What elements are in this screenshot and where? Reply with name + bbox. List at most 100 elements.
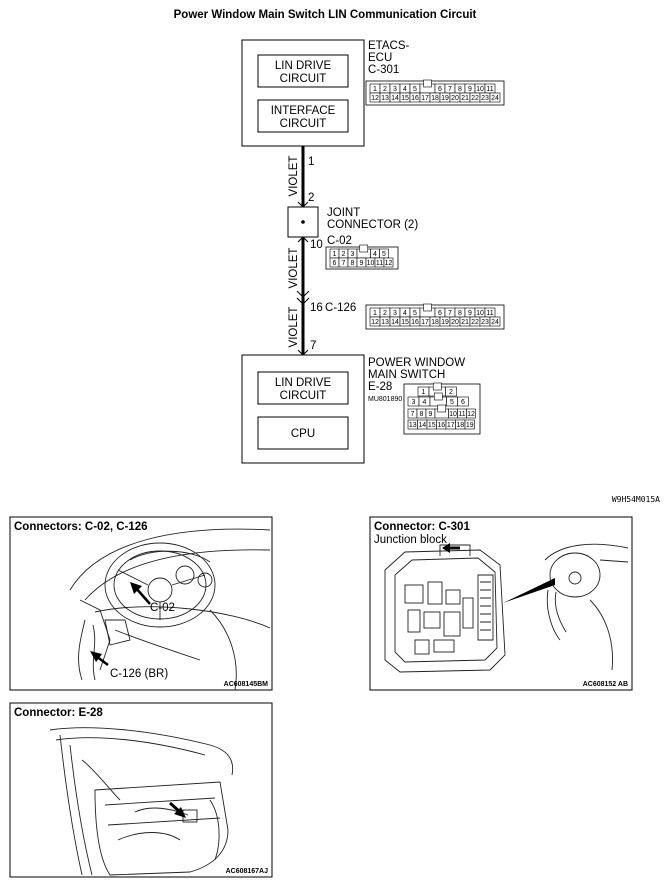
wire-color-2: VIOLET [288, 248, 300, 289]
pin-number: 11 [458, 411, 465, 418]
connector-housing [365, 304, 505, 330]
connector-pin [445, 386, 457, 397]
pin-number: 15 [401, 95, 409, 102]
panel2-code: AC608152 AB [583, 681, 628, 688]
pin-number: 3 [393, 310, 397, 317]
connector-pin [383, 257, 394, 268]
pin-number: 6 [333, 260, 337, 267]
etacs-interface-line2: CIRCUIT [280, 118, 327, 130]
connector-latch [433, 392, 443, 401]
pin-etacs: 1 [308, 156, 314, 168]
pin-number: 6 [438, 310, 442, 317]
pin-number: 12 [385, 260, 393, 267]
pin-number: 23 [481, 319, 489, 326]
joint-node [301, 220, 305, 224]
connector-pin [457, 396, 469, 407]
pin-number: 14 [391, 95, 399, 102]
dashboard-illustration [69, 528, 271, 691]
connector-housing [365, 80, 505, 106]
locator-pointer [503, 578, 555, 603]
diagram-code: W9H54M015A [612, 495, 660, 504]
pin-number: 19 [466, 422, 474, 429]
panel3-title: Connector: E-28 [14, 707, 103, 719]
c126-connector-label: C-126 [325, 302, 356, 314]
vehicle-interior-illustration [544, 543, 629, 671]
pin-number: 11 [486, 310, 493, 317]
pin-number: 20 [451, 95, 459, 102]
switch-connector-label: E-28 [368, 381, 392, 393]
pin-number: 10 [449, 411, 457, 418]
wire-color-1: VIOLET [288, 156, 300, 197]
pin-joint-in: 2 [308, 192, 314, 204]
wire-etacs-to-joint: 1 2 VIOLET [288, 146, 314, 208]
pin-number: 18 [431, 95, 439, 102]
pin-number: 9 [429, 411, 433, 418]
panel-connector-e28: Connector: E-28 AC608167AJ [9, 702, 273, 878]
pin-number: 11 [376, 260, 383, 267]
pin-number: 8 [420, 411, 424, 418]
pin-number: 4 [403, 310, 407, 317]
pin-number: 18 [431, 319, 439, 326]
pin-number: 2 [383, 310, 387, 317]
pin-number: 17 [421, 319, 429, 326]
pin-number: 12 [467, 411, 475, 418]
pin-number: 7 [411, 411, 415, 418]
junction-block-illustration [384, 544, 506, 673]
pin-number: 5 [382, 251, 386, 258]
pin-number: 6 [461, 399, 465, 406]
etacs-lin-drive-line2: CIRCUIT [280, 73, 327, 85]
switch-name-line2: MAIN SWITCH [368, 369, 445, 381]
panel1-code: AC608145BM [224, 681, 269, 688]
pin-number: 24 [491, 319, 499, 326]
power-window-main-switch: LIN DRIVE CIRCUIT CPU POWER WINDOW MAIN … [241, 354, 465, 464]
panel1-frame [9, 516, 273, 691]
connector-latch [437, 404, 447, 413]
pin-number: 21 [461, 95, 469, 102]
etacs-name-line2: ECU [368, 52, 392, 64]
pin-number: 3 [412, 399, 416, 406]
callout-c02: C-02 [150, 602, 175, 614]
joint-name-line1: JOINT [327, 207, 360, 219]
pin-number: 15 [428, 422, 436, 429]
pin-number: 9 [468, 310, 472, 317]
connector-housing [403, 383, 481, 435]
connector-latch [423, 79, 432, 88]
connector-latch [423, 303, 432, 312]
etacs-interface-block [257, 99, 349, 133]
switch-lin-drive-line2: CIRCUIT [280, 390, 327, 402]
pin-number: 16 [411, 319, 419, 326]
pin-number: 12 [371, 319, 379, 326]
switch-name-line1: POWER WINDOW [368, 357, 465, 369]
pin-number: 2 [383, 86, 387, 93]
joint-connector-label: C-02 [327, 235, 352, 247]
door-panel-illustration [49, 727, 234, 876]
pin-number: 4 [373, 251, 377, 258]
panel2-title: Connector: C-301 [374, 521, 470, 533]
callout-arrowhead-c301 [442, 543, 450, 553]
pin-number: 13 [381, 319, 389, 326]
connector-pin [466, 408, 476, 419]
callout-arrowhead-c126 [90, 651, 102, 662]
panel1-title: Connectors: C-02, C-126 [14, 521, 148, 533]
pin-number: 14 [391, 319, 399, 326]
pin-number: 9 [360, 260, 364, 267]
pin-number: 7 [448, 86, 452, 93]
pin-number: 8 [458, 86, 462, 93]
pin-number: 6 [438, 86, 442, 93]
etacs-lin-drive-block [257, 54, 349, 88]
callout-arrowhead-c02 [130, 582, 142, 594]
wire-joint-to-switch: 10 VIOLET 16 C-126 VIOLET 7 [288, 236, 356, 356]
pin-number: 8 [351, 260, 355, 267]
pin-number: 16 [411, 95, 419, 102]
switch-cpu-block [257, 416, 349, 450]
connector-pin [464, 419, 475, 430]
arrow-joint-out [297, 236, 309, 243]
pin-number: 13 [409, 422, 417, 429]
switch-cpu-label: CPU [291, 428, 315, 440]
pin-number: 17 [421, 95, 429, 102]
pin-number: 22 [471, 319, 479, 326]
pin-number: 10 [476, 310, 484, 317]
steering-wheel-outline [104, 542, 216, 628]
